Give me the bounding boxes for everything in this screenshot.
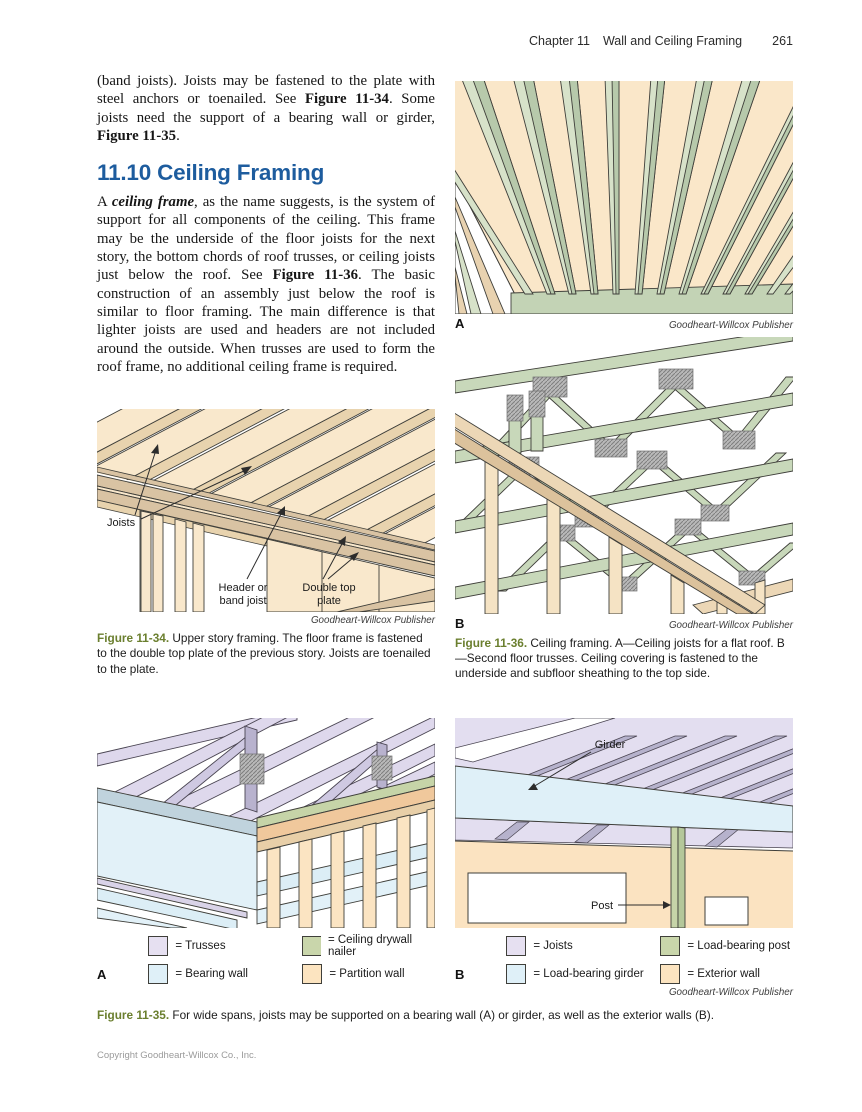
- panel-a-legend-row: A = Trusses = Ceiling drywall nailer: [97, 934, 435, 984]
- floor-joists: [97, 877, 248, 928]
- panel-b-legend-row: B = Joists = Load-bearing post = Load: [455, 935, 793, 984]
- panel-b-footer: B Goodheart-Willcox Publisher: [455, 616, 793, 631]
- chapter-title: Wall and Ceiling Framing: [602, 34, 743, 48]
- label-arrows: [528, 751, 671, 909]
- caption-text: Ceiling framing. A—Ceiling joists for a …: [455, 636, 785, 681]
- girder-swatch-icon: [506, 963, 527, 984]
- upper-story-framing-illustration: Joists Header or band joist Double top p…: [97, 409, 435, 613]
- legend-item-bearing-wall: = Bearing wall: [148, 963, 298, 984]
- panel-letter-a: A: [97, 966, 107, 982]
- figure-11-34: Joists Header or band joist Double top p…: [97, 409, 435, 677]
- caption-label: Figure 11-36.: [455, 636, 528, 650]
- figure-11-35-caption: Figure 11-35. For wide spans, joists may…: [97, 1008, 793, 1023]
- caption-label: Figure 11-35.: [97, 1007, 170, 1022]
- intro-text: .: [176, 127, 180, 144]
- window-opening-left: [467, 872, 627, 924]
- bearing-wall-swatch-icon: [148, 963, 169, 984]
- rim-board: [97, 466, 435, 551]
- wall-plate-strip: [510, 283, 793, 314]
- girder-label: Girder: [595, 739, 626, 751]
- running-head: Chapter 11 Wall and Ceiling Framing 261: [97, 34, 793, 48]
- panel-letter-a: A: [455, 316, 465, 331]
- legend-item-exterior-wall: = Exterior wall: [660, 963, 790, 984]
- right-column: A Goodheart-Willcox Publisher: [455, 72, 793, 682]
- page-number: 261: [772, 34, 793, 48]
- exterior-wall-swatch-icon: [660, 963, 681, 984]
- header-band-joist-label-line1: Header or: [219, 582, 268, 594]
- legend-item-joists: = Joists: [506, 935, 656, 956]
- load-bearing-post: [670, 826, 686, 928]
- section-paragraph: A ceiling frame, as the name suggests, i…: [97, 193, 435, 376]
- figure-11-36: A Goodheart-Willcox Publisher: [455, 81, 793, 682]
- intro-text: . Some joists need the support of a bear…: [97, 91, 435, 126]
- double-top-plate: [97, 474, 435, 577]
- figure-ref-11-34: Figure 11-34: [304, 91, 389, 108]
- chapter-label: Chapter 11: [529, 34, 590, 48]
- caption-text: Upper story framing. The floor frame is …: [97, 631, 431, 676]
- figure-11-35-panel-b: Girder Post B = Joists = Load-bearing po…: [455, 717, 793, 998]
- figure-11-34-caption: Figure 11-34. Upper story framing. The f…: [97, 631, 435, 677]
- body-text: . The basic construction of an assembly …: [97, 267, 435, 375]
- exterior-wall: [455, 840, 793, 928]
- figure-11-35-panels: A = Trusses = Ceiling drywall nailer: [97, 717, 793, 998]
- double-top-plate-label-line1: Double top: [302, 582, 355, 594]
- partition-wall-swatch-icon: [302, 963, 323, 984]
- figure-credit: Goodheart-Willcox Publisher: [668, 986, 793, 998]
- caption-text: For wide spans, joists may be supported …: [172, 1007, 714, 1022]
- figure-11-35: A = Trusses = Ceiling drywall nailer: [97, 717, 793, 1023]
- joists-swatch-icon: [506, 935, 527, 956]
- trusses: [97, 717, 435, 835]
- legend-item-load-bearing-post: = Load-bearing post: [660, 935, 790, 956]
- nailer-swatch-icon: [302, 935, 321, 956]
- partition-wall: [256, 775, 435, 928]
- intro-paragraph: (band joists). Joists may be fastened to…: [97, 72, 435, 145]
- corner-wall: [455, 176, 526, 314]
- body-text: A: [97, 194, 112, 211]
- legend-b: = Joists = Load-bearing post = Load-bear…: [506, 935, 790, 984]
- joist-field: [97, 409, 435, 549]
- stud-wall: [139, 510, 205, 613]
- left-column: (band joists). Joists may be fastened to…: [97, 72, 435, 682]
- legend-item-load-bearing-girder: = Load-bearing girder: [506, 963, 656, 984]
- copyright-line: Copyright Goodheart-Willcox Co., Inc.: [97, 1049, 257, 1061]
- figure-11-36-caption: Figure 11-36. Ceiling framing. A—Ceiling…: [455, 636, 793, 682]
- joist-front-faces: [266, 538, 435, 613]
- legend-item-ceiling-drywall-nailer: = Ceiling drywall nailer: [302, 934, 435, 958]
- girder-post-illustration: Girder Post: [455, 717, 793, 928]
- caption-label: Figure 11-34.: [97, 631, 170, 646]
- intro-text: (band joists). Joists may be fastened to…: [97, 73, 435, 108]
- floor-trusses-illustration: [455, 337, 793, 614]
- window-opening-right: [704, 896, 749, 926]
- truss-gussets: [239, 753, 393, 784]
- key-term-ceiling-frame: ceiling frame: [111, 194, 195, 211]
- post-label: Post: [591, 900, 613, 912]
- radiating-joists: [455, 81, 793, 295]
- section-heading: 11.10 Ceiling Framing: [97, 160, 325, 186]
- foreground-wall-frame: [455, 412, 793, 614]
- panel-letter-b: B: [455, 616, 465, 631]
- bearing-wall-illustration: [97, 717, 435, 928]
- figure-credit: Goodheart-Willcox Publisher: [668, 620, 793, 631]
- ceiling-joists-illustration: [455, 81, 793, 314]
- joists-label: Joists: [107, 517, 136, 529]
- header-band-joist-label-line2: band joist: [219, 595, 266, 607]
- label-arrows: [134, 444, 359, 580]
- post-swatch-icon: [660, 935, 681, 956]
- legend-item-partition-wall: = Partition wall: [302, 963, 435, 984]
- figure-ref-11-36: Figure 11-36: [272, 267, 359, 284]
- body-text: , as the name suggests, is the system of…: [97, 194, 435, 284]
- panel-letter-b: B: [455, 966, 465, 982]
- figure-credit: Goodheart-Willcox Publisher: [310, 615, 435, 627]
- legend-a: = Trusses = Ceiling drywall nailer = Bea…: [148, 934, 435, 984]
- figure-credit: Goodheart-Willcox Publisher: [668, 320, 793, 331]
- bearing-wall-beam: [97, 787, 258, 911]
- legend-item-trusses: = Trusses: [148, 935, 298, 956]
- trusses-swatch-icon: [148, 935, 169, 956]
- two-column-layout: (band joists). Joists may be fastened to…: [97, 72, 793, 682]
- figure-ref-11-35: Figure 11-35: [97, 127, 177, 144]
- panel-a-footer: A Goodheart-Willcox Publisher: [455, 316, 793, 331]
- figure-11-35-panel-a: A = Trusses = Ceiling drywall nailer: [97, 717, 435, 998]
- double-top-plate-label-line2: plate: [317, 595, 341, 607]
